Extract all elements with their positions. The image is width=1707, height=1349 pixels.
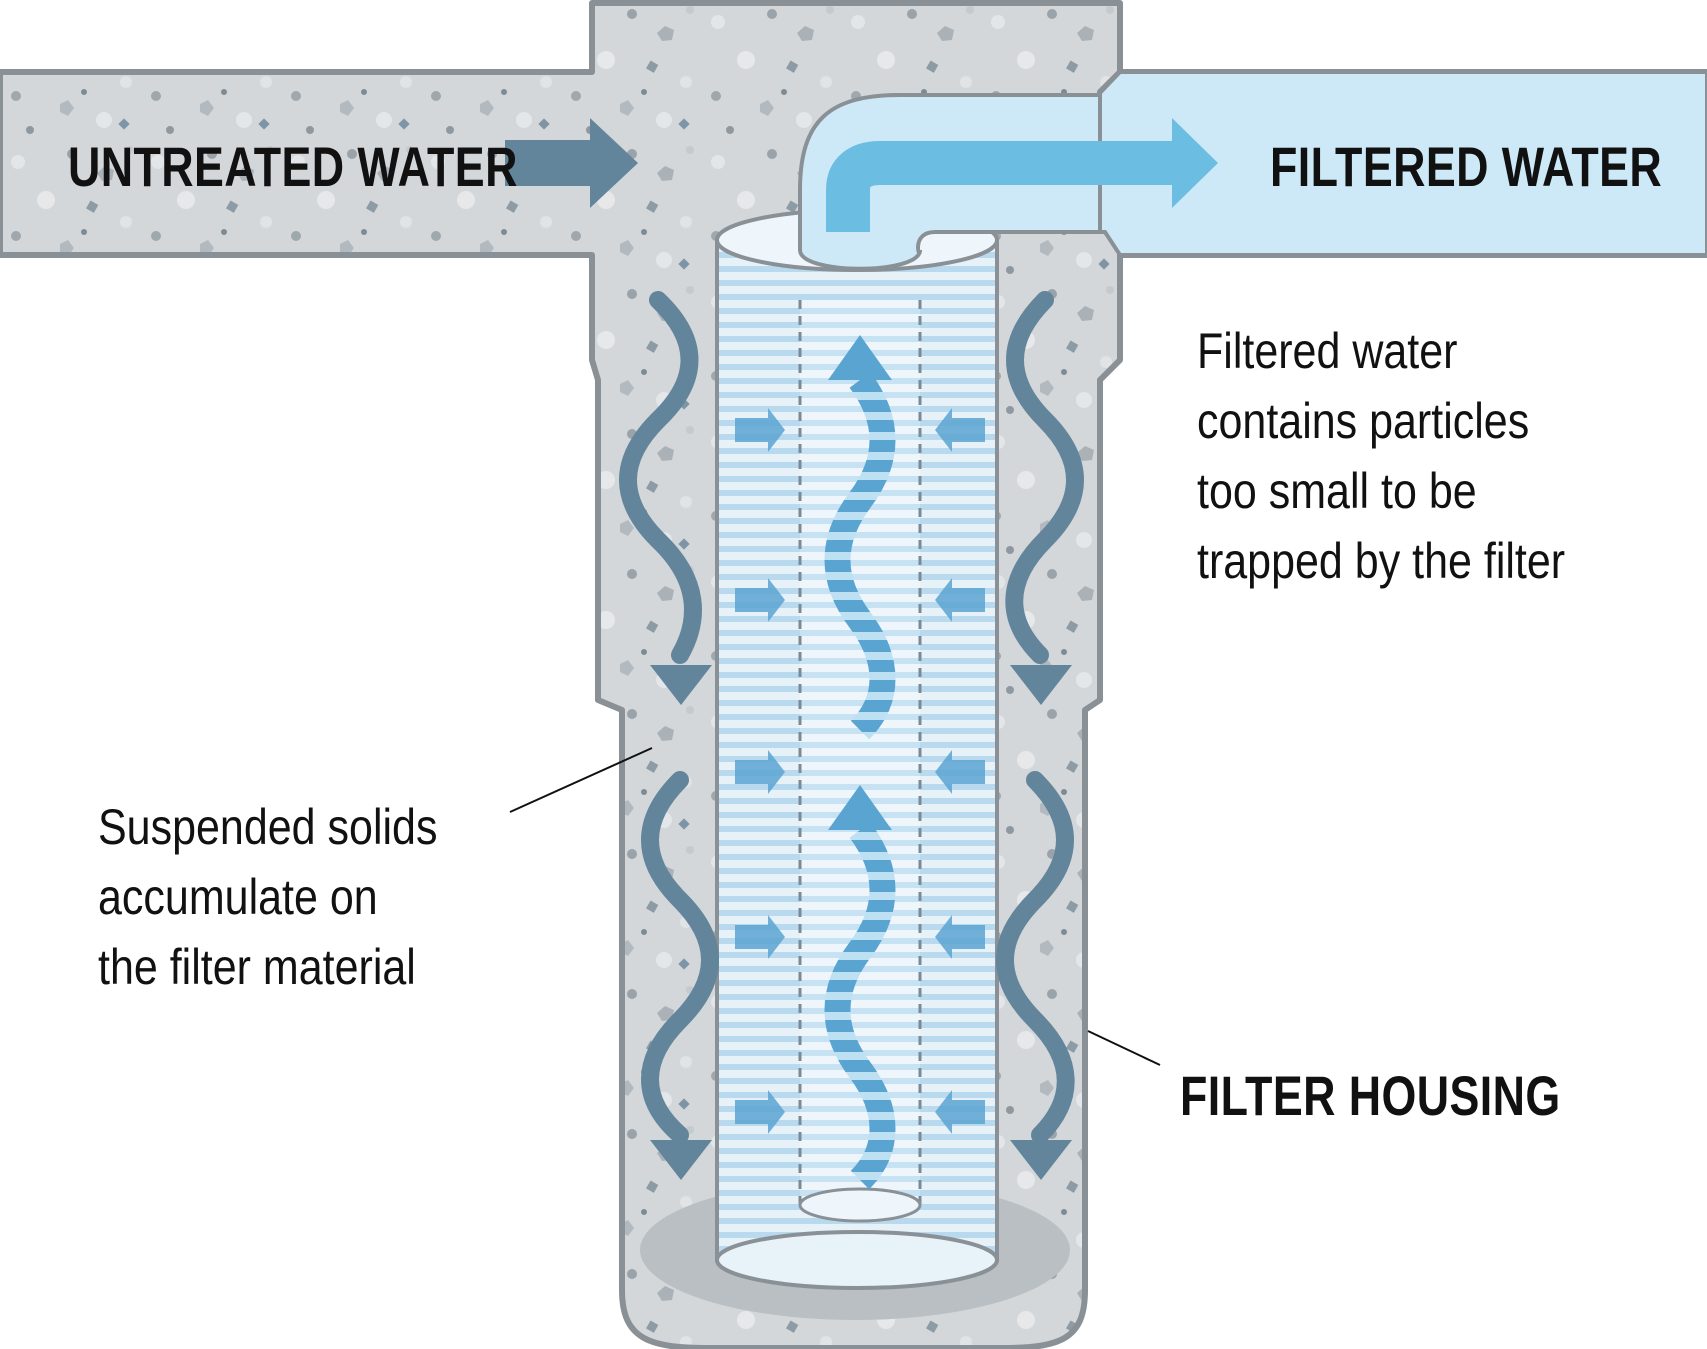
suspended-leader-line [509, 747, 653, 813]
filtered-note-line-2: contains particles [1197, 393, 1530, 449]
inward-arrows [735, 408, 985, 1134]
untreated-water-arrow [505, 118, 638, 208]
suspended-note-line-2: accumulate on [98, 869, 378, 925]
outer-flow-arrows [619, 291, 1084, 1144]
filtered-water-label: FILTERED WATER [1270, 135, 1663, 198]
filtered-note-line-3: too small to be [1197, 463, 1477, 519]
suspended-solids-note: Suspended solids accumulate on the filte… [98, 792, 437, 1002]
suspended-note-line-1: Suspended solids [98, 799, 438, 855]
core-arrow-heads [828, 335, 892, 830]
suspended-note-line-3: the filter material [98, 939, 416, 995]
filter-housing-label: FILTER HOUSING [1180, 1064, 1561, 1127]
filtered-note-line-4: trapped by the filter [1197, 533, 1566, 589]
core-flow-arrows [824, 372, 896, 1190]
outer-arrow-heads [650, 665, 1072, 1180]
filtered-note-line-1: Filtered water [1197, 323, 1458, 379]
untreated-water-label: UNTREATED WATER [68, 135, 518, 198]
housing-leader-line [1087, 1030, 1161, 1066]
filtered-water-note: Filtered water contains particles too sm… [1197, 316, 1565, 596]
filtered-water-arrow [826, 118, 1218, 232]
